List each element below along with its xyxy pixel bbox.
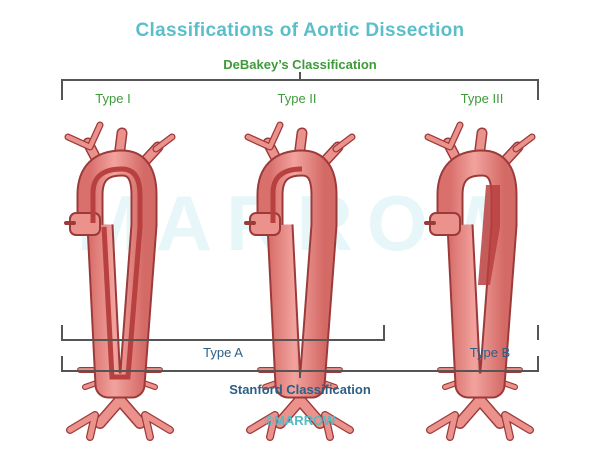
dissection-flap-type-2 — [270, 166, 303, 223]
stanford-bracket-type-a — [61, 325, 385, 341]
diagram-title: Classifications of Aortic Dissection — [135, 20, 465, 41]
aorta-type-1 — [66, 125, 172, 437]
label-debakey-type-2: Type II — [277, 91, 317, 106]
label-debakey-type-1: Type I — [95, 91, 131, 106]
aorta-type-2 — [246, 125, 352, 437]
dissection-flap-type-3 — [478, 185, 500, 285]
debakey-heading: DeBakey’s Classification — [223, 57, 377, 72]
label-debakey-type-3: Type III — [460, 91, 504, 106]
label-stanford-type-b: Type B — [469, 345, 511, 360]
copyright-text: ©MARROW — [264, 413, 336, 428]
aorta-type-3 — [426, 125, 532, 437]
stanford-heading: Stanford Classification — [229, 382, 371, 397]
dissection-flap-type-1 — [90, 166, 143, 380]
debakey-bracket — [61, 79, 539, 100]
label-stanford-type-a: Type A — [203, 345, 243, 360]
